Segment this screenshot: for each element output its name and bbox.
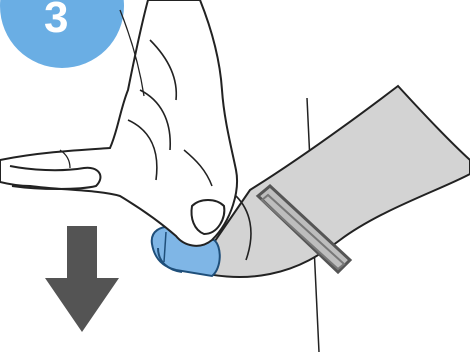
down-arrow-shape (45, 226, 119, 332)
step-badge: 3 (0, 0, 124, 68)
down-arrow-icon (45, 226, 119, 332)
step-number: 3 (44, 0, 68, 42)
